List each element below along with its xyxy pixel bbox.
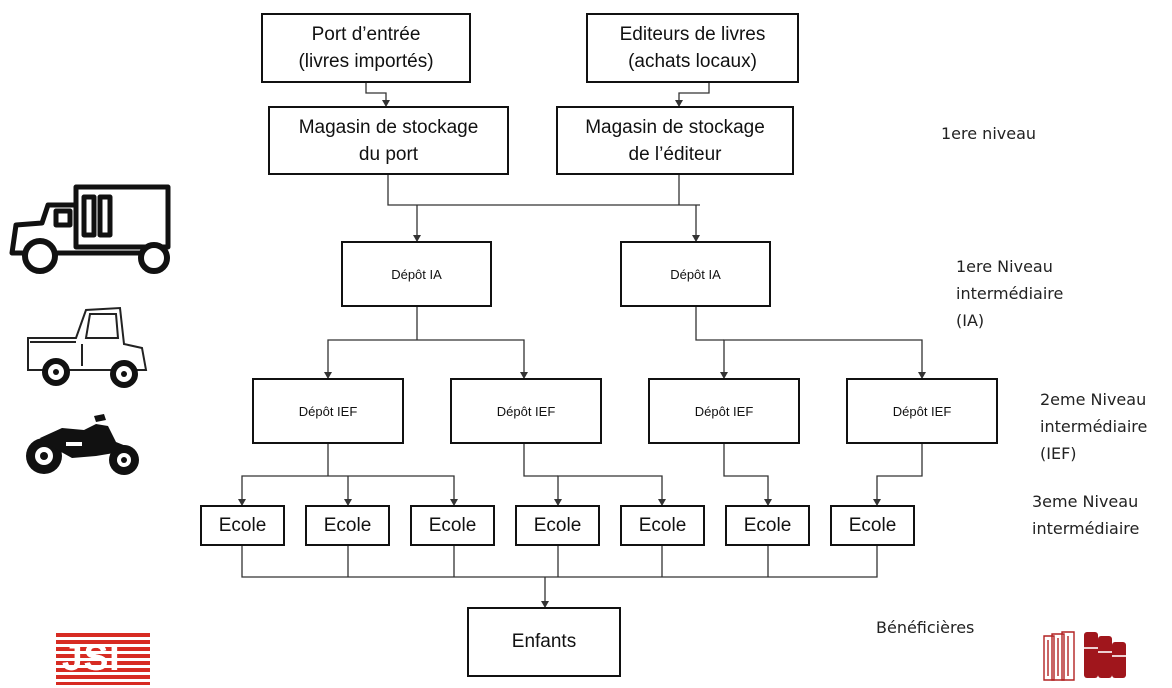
- magasin-editeur-line1: Magasin de stockage: [585, 116, 765, 138]
- level-ia-line2: intermédiaire: [956, 284, 1064, 303]
- ecole-label: Ecole: [638, 514, 687, 536]
- magasin-port-box: Magasin de stockage du port: [268, 106, 509, 175]
- depot-ief-label: Dépôt IEF: [496, 403, 556, 419]
- ecole-box: Ecole: [515, 505, 600, 546]
- depot-ief-label: Dépôt IEF: [694, 403, 754, 419]
- depot-ief-box: Dépôt IEF: [252, 378, 404, 444]
- editeurs-title: Editeurs de livres: [619, 24, 766, 45]
- level-ief-label: 2eme Niveau intermédiaire (IEF): [1040, 386, 1147, 467]
- level-ief-line3: (IEF): [1040, 444, 1077, 463]
- depot-ief-box: Dépôt IEF: [648, 378, 800, 444]
- depot-ia-box: Dépôt IA: [620, 241, 771, 307]
- level-ia-line3: (IA): [956, 311, 985, 330]
- jsi-logo: JSI: [56, 633, 150, 685]
- depot-ief-box: Dépôt IEF: [450, 378, 602, 444]
- depot-ia-box: Dépôt IA: [341, 241, 492, 307]
- level-3-label: 3eme Niveau intermédiaire: [1032, 488, 1139, 542]
- ecole-label: Ecole: [218, 514, 267, 536]
- depot-ia-label: Dépôt IA: [670, 266, 721, 282]
- enfants-label: Enfants: [511, 631, 577, 652]
- ecole-label: Ecole: [533, 514, 582, 536]
- motorcycle-icon: [26, 414, 139, 475]
- ecole-label: Ecole: [743, 514, 792, 536]
- jsi-logo-text: JSI: [62, 637, 121, 678]
- port-entree-box: Port d’entrée (livres importés): [261, 13, 471, 83]
- level-3-line2: intermédiaire: [1032, 519, 1140, 538]
- level-ia-line1: 1ere Niveau: [956, 257, 1053, 276]
- depot-ief-label: Dépôt IEF: [892, 403, 952, 419]
- ecole-label: Ecole: [323, 514, 372, 536]
- pickup-truck-icon: [27, 306, 148, 388]
- level-1-label: 1ere niveau: [941, 124, 1037, 143]
- ecole-box: Ecole: [830, 505, 915, 546]
- ecole-label: Ecole: [428, 514, 477, 536]
- ecole-box: Ecole: [200, 505, 285, 546]
- enfants-box: Enfants: [467, 607, 621, 677]
- port-entree-subtitle: (livres importés): [298, 51, 434, 72]
- depot-ia-label: Dépôt IA: [391, 266, 442, 282]
- ecole-box: Ecole: [725, 505, 810, 546]
- magasin-editeur-line2: de l’éditeur: [628, 143, 722, 165]
- truck-icon: [9, 184, 171, 274]
- books-logo-icon: [1043, 631, 1126, 681]
- depot-ief-label: Dépôt IEF: [298, 403, 358, 419]
- level-ief-line2: intermédiaire: [1040, 417, 1148, 436]
- port-entree-title: Port d’entrée: [311, 24, 421, 45]
- ecole-box: Ecole: [410, 505, 495, 546]
- level-ief-line1: 2eme Niveau: [1040, 390, 1147, 409]
- editeurs-box: Editeurs de livres (achats locaux): [586, 13, 799, 83]
- ecole-box: Ecole: [305, 505, 390, 546]
- magasin-editeur-box: Magasin de stockage de l’éditeur: [556, 106, 794, 175]
- depot-ief-box: Dépôt IEF: [846, 378, 998, 444]
- level-3-line1: 3eme Niveau: [1032, 492, 1139, 511]
- beneficiaires-label: Bénéficières: [876, 618, 975, 637]
- level-ia-label: 1ere Niveau intermédiaire (IA): [956, 253, 1063, 334]
- editeurs-subtitle: (achats locaux): [628, 51, 757, 72]
- magasin-port-line1: Magasin de stockage: [298, 116, 479, 138]
- ecole-box: Ecole: [620, 505, 705, 546]
- ecole-label: Ecole: [848, 514, 897, 536]
- magasin-port-line2: du port: [358, 143, 419, 165]
